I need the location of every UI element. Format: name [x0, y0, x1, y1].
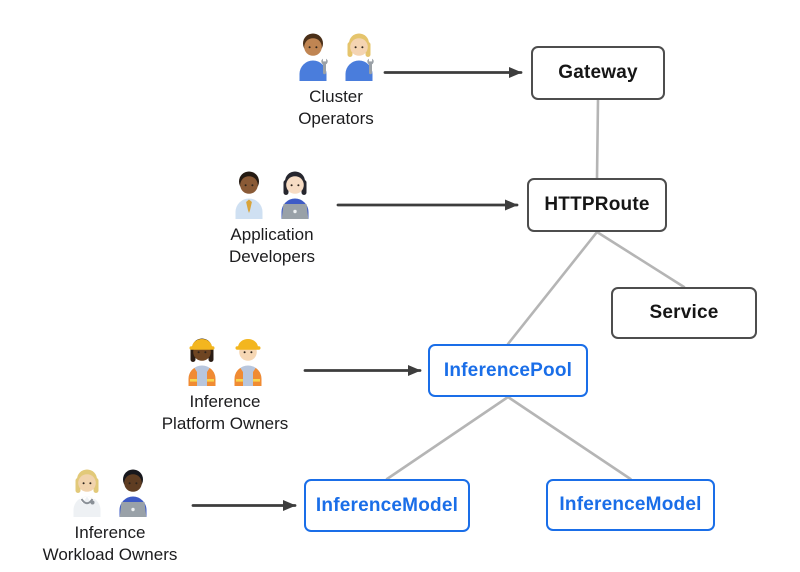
- person-icon: [281, 171, 309, 219]
- person-icon: [234, 339, 262, 386]
- node-inferencemodel-2: InferenceModel: [546, 479, 715, 531]
- node-gateway-label: Gateway: [558, 62, 638, 83]
- actor-label-line: Cluster: [309, 87, 363, 106]
- person-icon: [299, 33, 328, 81]
- application-developers-emoji-icon: [229, 167, 315, 219]
- inference-workload-owners-emoji-icon: [67, 465, 153, 517]
- actor-inference-platform-owners: Inference Platform Owners: [125, 334, 325, 435]
- actor-application-developers-label: Application Developers: [229, 224, 315, 268]
- node-inferencemodel-1: InferenceModel: [304, 479, 470, 532]
- person-icon: [235, 171, 263, 219]
- actor-label-line: Developers: [229, 247, 315, 266]
- person-icon: [345, 33, 374, 81]
- person-icon: [119, 469, 147, 517]
- actor-inference-workload-owners-label: Inference Workload Owners: [43, 522, 178, 566]
- actor-inference-platform-owners-label: Inference Platform Owners: [162, 391, 289, 435]
- edge-httproute-to-service: [595, 230, 686, 289]
- actor-application-developers: Application Developers: [172, 167, 372, 268]
- edge-gateway-to-httproute: [595, 98, 600, 180]
- person-icon: [188, 338, 216, 386]
- actor-inference-workload-owners: Inference Workload Owners: [10, 465, 210, 566]
- node-inferencemodel-2-label: InferenceModel: [559, 494, 702, 515]
- node-gateway: Gateway: [531, 46, 665, 100]
- inference-platform-owners-emoji-icon: [182, 334, 268, 386]
- edge-inferencepool-to-inferencemodel-1: [385, 395, 510, 481]
- node-inferencemodel-1-label: InferenceModel: [315, 494, 459, 516]
- edge-inferencepool-to-inferencemodel-2: [506, 395, 632, 481]
- actor-cluster-operators-label: Cluster Operators: [298, 86, 374, 130]
- node-service-label: Service: [649, 302, 719, 323]
- cluster-operators-emoji-icon: [293, 29, 379, 81]
- node-service: Service: [611, 287, 757, 339]
- actor-label-line: Inference: [189, 392, 261, 411]
- actor-label-line: Platform Owners: [161, 414, 289, 433]
- person-icon: [73, 469, 101, 517]
- node-httproute-label: HTTPRoute: [544, 194, 650, 215]
- actor-label-line: Workload Owners: [42, 545, 178, 564]
- actor-label-line: Application: [230, 225, 314, 244]
- node-inferencepool-label: InferencePool: [443, 359, 573, 381]
- node-inferencepool: InferencePool: [428, 344, 588, 397]
- actor-label-line: Inference: [74, 523, 146, 542]
- edge-httproute-to-inferencepool: [506, 230, 599, 346]
- node-httproute: HTTPRoute: [527, 178, 667, 232]
- actor-cluster-operators: Cluster Operators: [236, 29, 436, 130]
- actor-label-line: Operators: [298, 109, 374, 128]
